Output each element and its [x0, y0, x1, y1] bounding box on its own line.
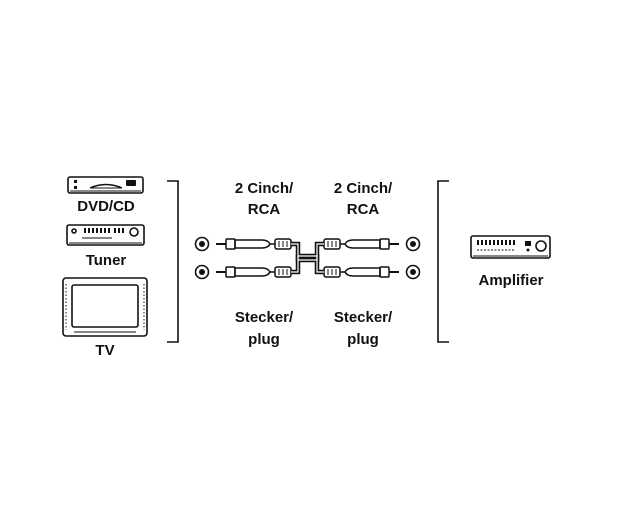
amplifier-label: Amplifier	[478, 272, 543, 289]
dvd-label: DVD/CD	[77, 198, 135, 215]
tuner-icon	[66, 224, 145, 246]
right-plug-label-line1: Stecker/	[334, 309, 393, 326]
socket-left-bottom-icon	[194, 264, 210, 280]
tv-icon	[62, 277, 148, 337]
left-bracket	[167, 180, 179, 343]
right-connector-label-line1: 2 Cinch/	[334, 180, 393, 197]
right-plug-label-line2: plug	[347, 331, 379, 348]
socket-right-top-icon	[405, 236, 421, 252]
left-connector-label-line1: 2 Cinch/	[235, 180, 294, 197]
left-connector-label-line2: RCA	[248, 201, 281, 218]
dvd-player-icon	[67, 176, 144, 194]
rca-plug-left-bottom-icon	[216, 266, 292, 278]
right-connector-label-line2: RCA	[347, 201, 380, 218]
rca-plug-left-top-icon	[216, 238, 292, 250]
left-plug-label-line2: plug	[248, 331, 280, 348]
rca-plug-right-bottom-icon	[323, 266, 399, 278]
cable-icon	[291, 241, 324, 275]
right-bracket	[437, 180, 449, 343]
left-plug-label-line1: Stecker/	[235, 309, 294, 326]
amplifier-icon	[470, 235, 551, 259]
tuner-label: Tuner	[86, 252, 127, 269]
socket-left-top-icon	[194, 236, 210, 252]
socket-right-bottom-icon	[405, 264, 421, 280]
rca-plug-right-top-icon	[323, 238, 399, 250]
tv-label: TV	[95, 342, 114, 359]
